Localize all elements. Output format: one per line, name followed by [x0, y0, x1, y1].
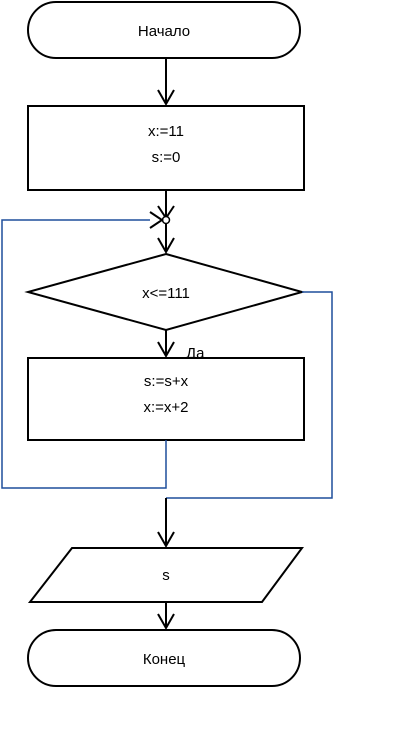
- arrow-yes-to-body: [157, 330, 175, 359]
- init-line-s: s:=0: [152, 149, 181, 166]
- loop-back-path: [1, 211, 167, 489]
- loop-body-block: [27, 357, 305, 441]
- arrow-output-to-end: [157, 602, 175, 631]
- condition-label: x<=111: [142, 285, 190, 302]
- init-line-x: x:=11: [148, 123, 184, 140]
- output-node: s: [27, 547, 304, 603]
- no-branch-path: [157, 291, 333, 549]
- condition-decision: x<=111: [24, 252, 306, 332]
- body-line-x: x:=x+2: [143, 399, 188, 416]
- init-process: x:=11 s:=0: [27, 105, 305, 191]
- arrow-init-to-junction: [157, 190, 175, 220]
- end-terminator: [27, 629, 301, 687]
- output-label: s: [162, 567, 170, 584]
- end-node: Конец: [27, 629, 301, 687]
- start-node: Начало: [27, 1, 301, 59]
- arrow-start-to-init: [157, 58, 175, 107]
- body-line-s: s:=s+x: [144, 373, 189, 390]
- init-block: [27, 105, 305, 191]
- start-terminator: [27, 1, 301, 59]
- start-label: Начало: [138, 23, 190, 40]
- arrow-junction-to-condition: [157, 224, 175, 255]
- end-label: Конец: [143, 651, 186, 668]
- output-parallelogram: [27, 547, 304, 603]
- loop-body-process: s:=s+x x:=x+2: [27, 357, 305, 441]
